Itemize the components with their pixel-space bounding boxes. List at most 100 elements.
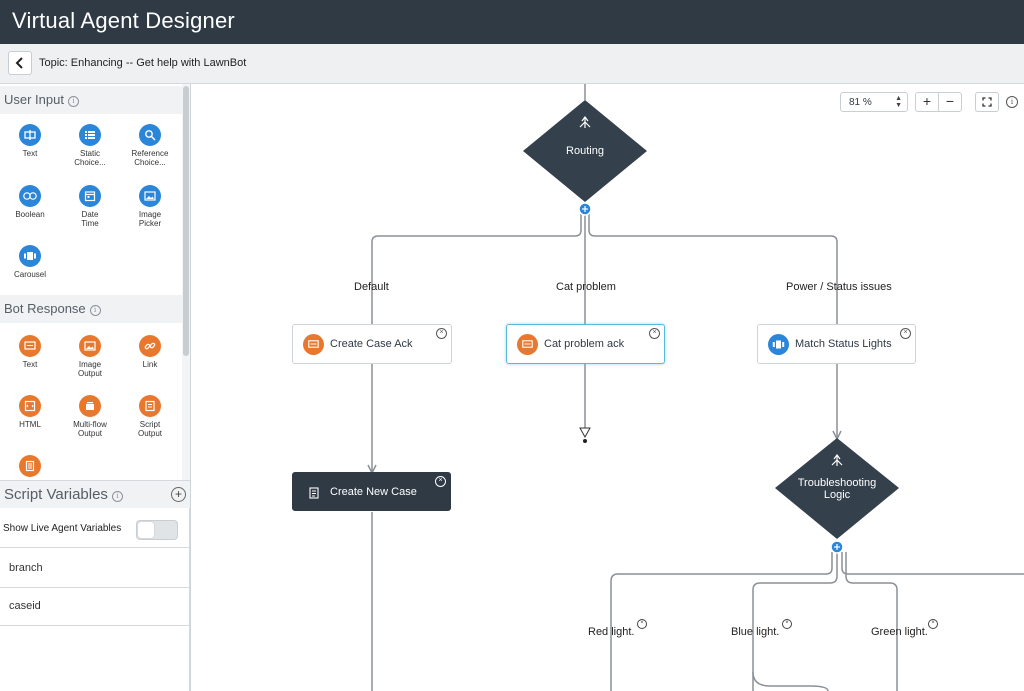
palette-label: Output [137, 429, 162, 438]
live-agent-toggle-label: Show Live Agent Variables [3, 523, 122, 534]
palette-text-input[interactable]: Text [2, 124, 58, 158]
scrollbar-thumb[interactable] [183, 86, 189, 356]
palette-label: Reference [131, 149, 169, 158]
node-label: Cat problem ack [544, 338, 625, 350]
remove-edge-icon[interactable]: × [637, 619, 647, 629]
remove-edge-icon[interactable]: × [782, 619, 792, 629]
edge-label-power-status: Power / Status issues [786, 281, 892, 293]
info-icon[interactable]: i [89, 305, 101, 316]
back-button[interactable] [8, 51, 32, 75]
branch-icon [579, 116, 591, 128]
document-icon [19, 455, 41, 477]
variable-label: branch [9, 562, 43, 574]
palette-label: Carousel [13, 270, 46, 279]
palette-label: Output [77, 369, 102, 378]
close-icon[interactable]: × [436, 328, 447, 339]
fit-to-screen-button[interactable] [975, 92, 999, 112]
bot-response-title: Bot Response [4, 301, 86, 316]
topic-title: Topic: Enhancing -- Get help with LawnBo… [39, 57, 247, 69]
image-icon [79, 335, 101, 357]
multiflow-icon [79, 395, 101, 417]
palette-label: Multi-flow [73, 420, 107, 429]
close-icon[interactable]: × [900, 328, 911, 339]
palette-label: Text [22, 149, 38, 158]
updown-arrows-icon: ▲▼ [895, 95, 902, 109]
info-icon[interactable]: i [1006, 96, 1018, 108]
palette-boolean[interactable]: Boolean [2, 185, 58, 219]
routing-decision-node [523, 100, 647, 202]
search-icon [139, 124, 161, 146]
variable-row-branch[interactable]: branch [0, 550, 190, 588]
link-icon [139, 335, 161, 357]
script-variables-title: Script Variables [4, 486, 108, 503]
remove-edge-icon[interactable]: × [928, 619, 938, 629]
toggle-knob [138, 522, 154, 538]
palette-label: Text [22, 360, 38, 369]
palette-label: Choice... [74, 158, 106, 167]
palette-label: Image [78, 360, 102, 369]
image-icon [139, 185, 161, 207]
live-agent-toggle[interactable] [136, 520, 178, 540]
close-icon[interactable]: × [649, 328, 660, 339]
troubleshooting-label-line: Troubleshooting [797, 477, 877, 489]
palette-carousel[interactable]: Carousel [2, 245, 58, 279]
info-icon[interactable]: i [67, 96, 79, 107]
palette-more-output[interactable] [2, 455, 58, 477]
edge-label-blue-light: Blue light. [731, 626, 780, 638]
zoom-out-button[interactable]: − [938, 92, 962, 112]
user-input-title: User Input [4, 92, 64, 107]
palette-label: Script [139, 420, 161, 429]
carousel-icon [768, 334, 789, 355]
palette-label: Static [79, 149, 100, 158]
palette-label: Time [81, 219, 99, 228]
info-icon[interactable]: i [111, 491, 123, 502]
node-cat-problem-ack[interactable]: Cat problem ack × [506, 324, 665, 364]
node-create-case-ack[interactable]: Create Case Ack × [292, 324, 452, 364]
edge-label-cat-problem: Cat problem [556, 281, 616, 293]
chevron-left-icon [15, 57, 23, 69]
palette-html[interactable]: HTML [2, 395, 58, 429]
palette-label: Link [142, 360, 158, 369]
palette-label: Boolean [15, 210, 45, 219]
message-icon [303, 334, 324, 355]
palette-link[interactable]: Link [122, 335, 178, 369]
app-header: Virtual Agent Designer [0, 0, 1024, 44]
palette-label: HTML [19, 420, 41, 429]
node-match-status-lights[interactable]: Match Status Lights × [757, 324, 916, 364]
edge-label-red-light: Red light. [588, 626, 635, 638]
add-variable-button[interactable]: + [171, 487, 186, 502]
node-label: Create New Case [330, 486, 417, 498]
close-icon[interactable]: × [435, 476, 446, 487]
app-title: Virtual Agent Designer [12, 8, 235, 33]
palette-text-output[interactable]: Text [2, 335, 58, 369]
palette-label: Output [77, 429, 102, 438]
routing-label: Routing [566, 145, 604, 157]
script-icon [303, 482, 324, 503]
palette-label: Picker [138, 219, 162, 228]
sidebar-scrollbar[interactable] [182, 84, 190, 480]
edge-label-green-light: Green light. [871, 626, 928, 638]
palette-label: Choice... [134, 158, 166, 167]
variable-row-caseid[interactable]: caseid [0, 588, 190, 626]
node-create-new-case[interactable]: Create New Case × [292, 472, 451, 511]
zoom-select[interactable]: 81 % ▲▼ [840, 92, 908, 112]
edge-label-default: Default [354, 281, 389, 293]
troubleshooting-decision-node [775, 438, 899, 539]
palette-label: Image [138, 210, 162, 219]
variable-label: caseid [9, 600, 41, 612]
troubleshooting-label-line: Logic [823, 489, 851, 501]
flow-canvas[interactable]: 81 % ▲▼ + − i [190, 84, 1024, 691]
node-label: Match Status Lights [795, 338, 892, 350]
